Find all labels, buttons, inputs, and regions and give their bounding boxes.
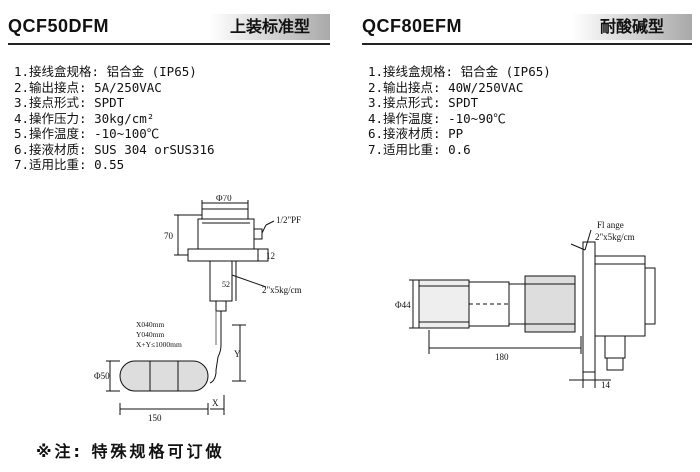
spec-item: 3.接点形式: SPDT: [368, 95, 479, 110]
dim-flange-thickness: 14: [601, 380, 611, 390]
dim-stem-length: 52: [222, 280, 230, 289]
left-spec-list: 1.接线盒规格: 铝合金 (IP65) 2.输出接点: 5A/250VAC 3.…: [14, 64, 330, 173]
size-y: Y040mm: [136, 330, 165, 339]
right-technical-drawing: Fl ange 2"x5kg/cm Φ44 180 14: [395, 220, 656, 390]
dim-x: X: [212, 398, 219, 408]
right-header-rule: [362, 43, 692, 45]
left-model-name: QCF50DFM: [8, 16, 110, 36]
size-x: X040mm: [136, 320, 165, 329]
dim-float-diameter: Φ44: [395, 300, 411, 310]
spec-item: 1.接线盒规格: 铝合金 (IP65): [14, 64, 197, 79]
right-product-panel: QCF80EFM 耐酸碱型 1.接线盒规格: 铝合金 (IP65) 2.输出接点…: [362, 10, 692, 157]
right-model-name: QCF80EFM: [362, 16, 463, 36]
left-product-panel: QCF50DFM 上装标准型 1.接线盒规格: 铝合金 (IP65) 2.输出接…: [8, 10, 330, 173]
spec-item: 5.操作温度: -10~100℃: [14, 126, 160, 141]
dim-flange-thickness: 12: [266, 251, 275, 261]
right-type-tag: 耐酸碱型: [572, 14, 692, 40]
spec-item: 6.接液材质: SUS 304 orSUS316: [14, 141, 215, 157]
spec-item: 3.接点形式: SPDT: [14, 95, 125, 110]
dim-float-length: 150: [148, 413, 162, 423]
thread-size: 1/2"PF: [276, 215, 301, 225]
flange-pressure: 2"x5kg/cm: [262, 285, 302, 295]
spec-item: 7.适用比重: 0.6: [368, 141, 471, 157]
left-header: QCF50DFM 上装标准型: [8, 10, 330, 46]
spec-item: 4.操作压力: 30kg/cm²: [14, 110, 155, 126]
left-header-rule: [8, 43, 330, 45]
left-technical-drawing: Φ70 70 1/2"PF 12 52 2"x5kg/cm X040mm Y04…: [94, 195, 302, 423]
spec-item: 2.输出接点: 5A/250VAC: [14, 79, 162, 95]
spec-item: 1.接线盒规格: 铝合金 (IP65): [368, 64, 551, 79]
dim-length: 180: [495, 352, 509, 362]
right-header: QCF80EFM 耐酸碱型: [362, 10, 692, 46]
flange-pressure-rating: 2"x5kg/cm: [595, 232, 635, 242]
dim-y: Y: [234, 349, 241, 359]
dim-height: 70: [164, 231, 174, 241]
dim-top-diameter: Φ70: [216, 195, 232, 203]
custom-spec-note: ※注: 特殊规格可订做: [36, 442, 225, 461]
spec-item: 2.输出接点: 40W/250VAC: [368, 79, 524, 95]
dim-float-diameter: Φ50: [94, 371, 110, 381]
spec-item: 6.接液材质: PP: [368, 126, 464, 141]
flange-label: Fl ange: [597, 220, 624, 230]
right-spec-list: 1.接线盒规格: 铝合金 (IP65) 2.输出接点: 40W/250VAC 3…: [368, 64, 692, 157]
spec-item: 7.适用比重: 0.55: [14, 157, 125, 172]
left-type-tag: 上装标准型: [210, 14, 330, 40]
spec-item: 4.操作温度: -10~90℃: [368, 110, 506, 126]
size-xy: X+Y≤1000mm: [136, 340, 182, 349]
